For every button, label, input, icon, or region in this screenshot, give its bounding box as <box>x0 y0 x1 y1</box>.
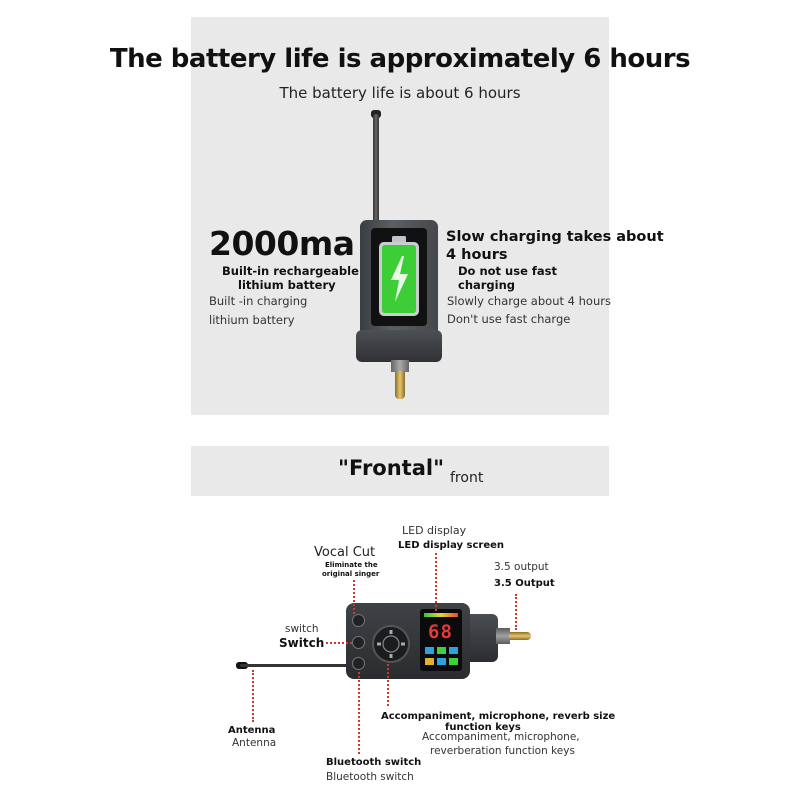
accompaniment-label-plain-2: reverberation function keys <box>430 745 575 757</box>
battery-icon <box>379 236 419 316</box>
output-jack-collar <box>496 628 510 644</box>
output-jack <box>509 632 531 640</box>
page-subtitle: The battery life is about 6 hours <box>279 84 521 102</box>
antenna-bottom <box>240 664 350 667</box>
frontal-panel <box>191 446 609 496</box>
frontal-title: "Frontal" <box>338 456 445 480</box>
lcd-digits: 68 <box>428 621 453 643</box>
output-label-plain: 3.5 output <box>494 561 549 573</box>
page-title: The battery life is approximately 6 hour… <box>109 44 691 74</box>
antenna-label-bold: Antenna <box>228 725 276 736</box>
receiver-device-base <box>356 330 442 362</box>
charging-note-2: Don't use fast charge <box>447 312 571 326</box>
lcd-indicator-4 <box>425 658 434 665</box>
charging-note-1: Slowly charge about 4 hours <box>447 294 611 308</box>
vocal-cut-button[interactable] <box>352 614 365 627</box>
charging-heading-1: Slow charging takes about <box>446 229 664 245</box>
battery-capacity: 2000ma <box>209 224 355 263</box>
battery-type-bold-1: Built-in rechargeable <box>222 264 359 278</box>
vocal-cut-callout-line <box>353 580 355 614</box>
audio-jack <box>395 371 405 399</box>
battery-type-bold-2: lithium battery <box>238 278 336 292</box>
charging-warning-bold-2: charging <box>458 278 516 292</box>
device-side <box>468 614 498 662</box>
jack-collar <box>391 360 409 372</box>
lcd-indicator-3 <box>449 647 458 654</box>
lcd-indicator-2 <box>437 647 446 654</box>
bluetooth-label-bold: Bluetooth switch <box>326 757 422 768</box>
accompaniment-label-bold-2: function keys <box>445 722 521 733</box>
antenna-callout-line <box>252 670 254 722</box>
lcd-indicator-1 <box>425 647 434 654</box>
output-label-bold: 3.5 Output <box>494 578 555 589</box>
accompaniment-label-plain-1: Accompaniment, microphone, <box>422 731 580 743</box>
switch-label-bold: Switch <box>279 636 325 650</box>
switch-label-plain: switch <box>285 623 319 635</box>
led-callout-line <box>435 553 437 611</box>
accompaniment-label-bold-1: Accompaniment, microphone, reverb size <box>381 711 616 722</box>
lcd-indicator-5 <box>437 658 446 665</box>
led-display-screen: 68 <box>420 609 462 671</box>
vocal-cut-desc-2: original singer <box>322 570 380 578</box>
frontal-subtitle: front <box>450 470 484 486</box>
bluetooth-label-plain: Bluetooth switch <box>326 771 414 783</box>
antenna-label-plain: Antenna <box>232 737 277 749</box>
charging-heading-2: 4 hours <box>446 247 508 263</box>
accompaniment-callout-line <box>387 664 389 706</box>
power-switch-button[interactable] <box>352 636 365 649</box>
led-display-label: LED display <box>402 524 467 537</box>
vocal-cut-desc-1: Eliminate the <box>325 561 378 569</box>
bluetooth-button[interactable] <box>352 657 365 670</box>
vocal-cut-label: Vocal Cut <box>314 545 376 560</box>
led-display-screen-label: LED display screen <box>398 540 505 551</box>
charging-warning-bold-1: Do not use fast <box>458 264 557 278</box>
function-dial[interactable] <box>372 625 410 663</box>
antenna <box>373 114 379 226</box>
lightning-bolt-icon <box>391 256 408 302</box>
lcd-indicator-6 <box>449 658 458 665</box>
battery-type-plain-1: Built -in charging <box>209 294 308 308</box>
bluetooth-callout-line <box>358 672 360 754</box>
dial-icon <box>377 630 405 658</box>
output-callout-line <box>515 594 517 630</box>
switch-callout-line <box>326 642 352 644</box>
battery-screen <box>371 228 427 326</box>
level-meter <box>424 613 458 617</box>
battery-type-plain-2: lithium battery <box>209 313 295 327</box>
